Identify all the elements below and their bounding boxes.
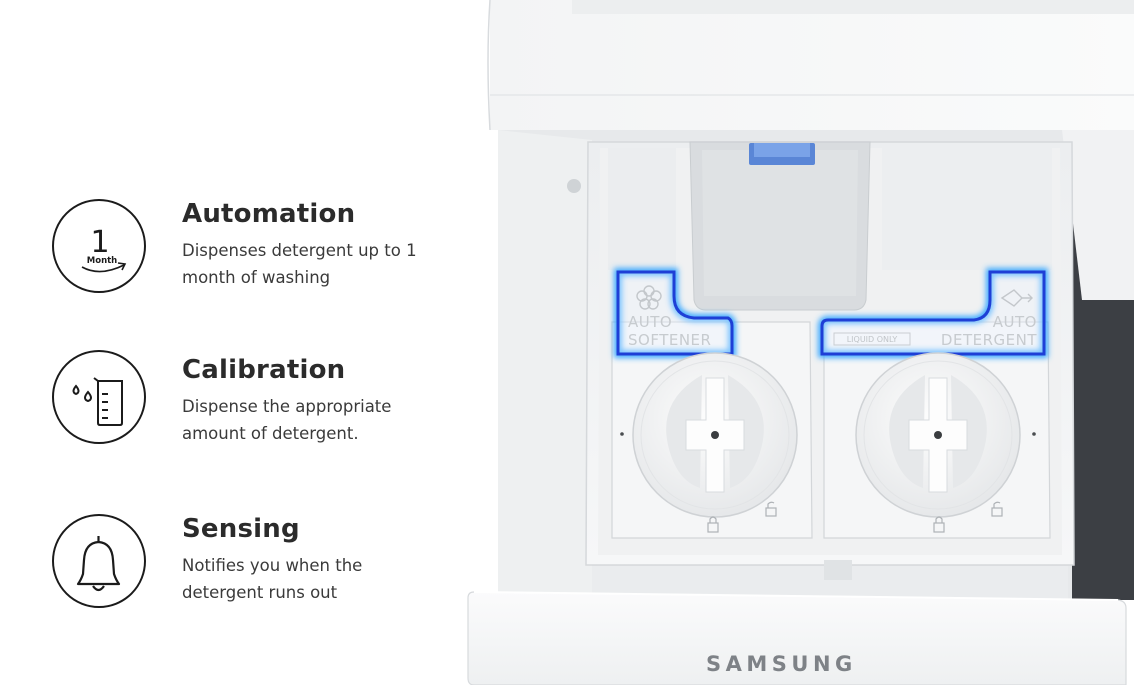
liquid-only-label: LIQUID ONLY [847, 335, 898, 344]
feature-title: Calibration [182, 355, 346, 385]
brand-logo: SAMSUNG [706, 652, 857, 676]
measuring-cup-icon [52, 350, 146, 444]
feature-automation: 1 Month Automation Dispenses detergent u… [52, 199, 452, 299]
feature-description: Notifies you when the detergent runs out [182, 556, 363, 602]
feature-description: Dispense the appropriate amount of deter… [182, 397, 392, 443]
washer-dispenser-image: AUTO SOFTENER AUTO DETERGENT LIQUID ONLY [462, 0, 1134, 685]
feature-calibration: Calibration Dispense the appropriate amo… [52, 350, 452, 450]
softener-label-top: AUTO [628, 313, 672, 331]
detergent-label-bottom: DETERGENT [941, 331, 1037, 349]
softener-label-bottom: SOFTENER [628, 331, 711, 349]
detergent-dial [855, 352, 1021, 518]
feature-list: 1 Month Automation Dispenses detergent u… [0, 0, 460, 685]
one-month-icon: 1 Month [52, 199, 146, 293]
feature-title: Sensing [182, 514, 300, 544]
icon-number: 1 [90, 225, 109, 260]
bell-icon [52, 514, 146, 608]
detergent-label-top: AUTO [993, 313, 1037, 331]
icon-caption: Month [87, 256, 117, 266]
feature-description: Dispenses detergent up to 1 month of was… [182, 241, 417, 287]
feature-title: Automation [182, 199, 356, 229]
softener-dial [632, 352, 798, 518]
feature-sensing: Sensing Notifies you when the detergent … [52, 514, 452, 614]
